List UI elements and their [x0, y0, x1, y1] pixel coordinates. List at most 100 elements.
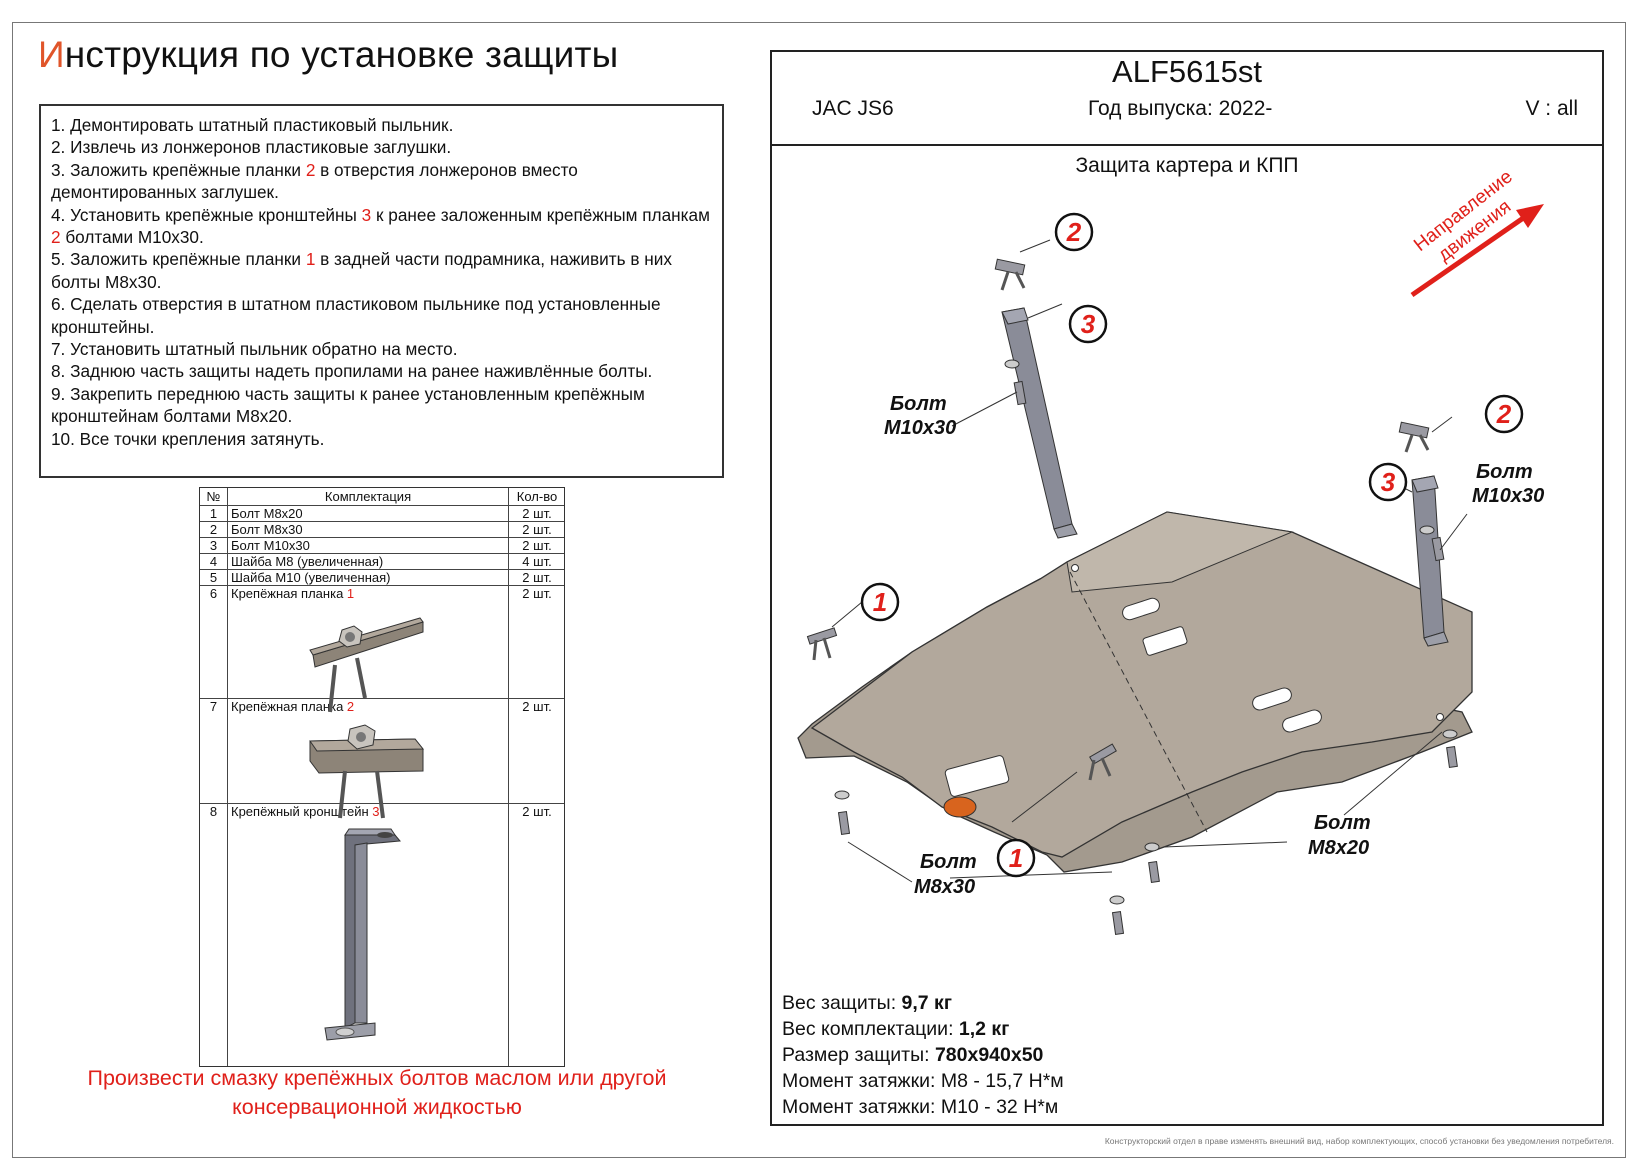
title-first-letter: И: [38, 34, 65, 75]
kit-row-no: 3: [200, 538, 227, 554]
kit-row-no: 7: [200, 699, 227, 715]
kit-row-qty-text: 2 шт.: [522, 506, 552, 521]
spec-value: М8 - 15,7 Н*м: [940, 1070, 1064, 1092]
kit-row-no-text: 3: [209, 538, 218, 553]
product-panel: ALF5615st JAC JS6 Год выпуска: 2022- V :…: [770, 50, 1604, 1126]
page-frame: [12, 22, 1626, 1158]
kit-row-qty-text: 2 шт.: [522, 804, 552, 819]
bolt-label-word: Болт: [1476, 461, 1533, 483]
bolt-labels: Болт М10х30 Болт М10х30 Болт М8х30 Болт …: [884, 393, 1544, 898]
callout-circle: [860, 582, 900, 622]
disclaimer: Конструкторский отдел в праве изменять в…: [1104, 1136, 1614, 1146]
callout-circle: [1484, 394, 1524, 434]
kit-row-qty-text: 2 шт.: [522, 570, 552, 585]
kit-row-no-text: 2: [209, 522, 218, 537]
bolt-label-word: Болт: [890, 393, 947, 415]
kit-row-no: 4: [200, 554, 227, 570]
spec-label: Размер защиты:: [782, 1044, 935, 1066]
kit-row-no-text: 5: [209, 570, 218, 585]
kit-row-name: Болт М10х30: [231, 538, 310, 554]
kit-row-qty-text: 2 шт.: [522, 522, 552, 537]
instruction-step: 3. Заложить крепёжные планки 2 в отверст…: [51, 159, 712, 204]
callout-number: 2: [1496, 399, 1512, 429]
kit-header-name: Комплектация: [324, 489, 412, 504]
kit-row-name: Болт М8х30: [231, 522, 303, 538]
step-text: 3. Заложить крепёжные планки: [51, 159, 306, 180]
bolt-label-word: Болт: [1314, 812, 1371, 834]
kit-row-name: Крепёжная планка 1: [231, 586, 354, 602]
kit-row-qty-text: 2 шт.: [522, 538, 552, 553]
instruction-step: 1. Демонтировать штатный пластиковый пыл…: [51, 114, 712, 136]
part-ref-number: 2: [305, 159, 316, 180]
kit-row-no-text: 8: [209, 804, 218, 819]
kit-row-name: Крепёжный кронштейн 3: [231, 804, 379, 820]
part-ref-number: 3: [361, 204, 372, 225]
step-text: в отверстия лонжеронов вместо демонтиров…: [51, 159, 578, 203]
step-text: 1. Демонтировать штатный пластиковый пыл…: [51, 115, 454, 135]
bolt-label-m8x20: М8х20: [1308, 837, 1369, 859]
part-ref-number: 3: [372, 804, 380, 819]
fasteners: [806, 258, 1458, 936]
kit-row-name: Болт М8х20: [231, 506, 303, 522]
part-ref-number: 1: [305, 249, 316, 270]
kit-row-name: Шайба М8 (увеличенная): [231, 554, 383, 570]
travel-direction: Направление движения: [1410, 166, 1544, 298]
product-code: ALF5615st: [1112, 54, 1262, 89]
instruction-step: 4. Установить крепёжные кронштейны 3 к р…: [51, 204, 712, 249]
kit-row-name-text: Шайба М10 (увеличенная): [231, 570, 391, 585]
step-text: 2. Извлечь из лонжеронов пластиковые заг…: [51, 137, 452, 158]
leader-lines: [831, 239, 1468, 883]
kit-header-no: №: [206, 489, 221, 504]
spec-line: Вес защиты: 9,7 кг: [782, 990, 1064, 1016]
kit-row-divider: [200, 553, 564, 554]
kit-row-qty: 2 шт.: [509, 699, 565, 715]
kit-row-no: 5: [200, 570, 227, 586]
bolt-label-m8x30: М8х30: [914, 876, 975, 898]
spec-line: Момент затяжки: М8 - 15,7 Н*м: [782, 1068, 1064, 1094]
spec-value: 9,7 кг: [901, 992, 952, 1014]
step-text: 8. Заднюю часть защиты надеть пропилами …: [51, 361, 653, 382]
kit-row-qty-text: 2 шт.: [522, 699, 552, 714]
version: V : all: [1525, 97, 1578, 120]
kit-row-name-text: Крепёжная планка: [231, 699, 347, 714]
kit-row-qty-text: 2 шт.: [522, 586, 552, 601]
right-bracket: [1411, 475, 1449, 647]
left-bracket: [1001, 307, 1078, 539]
callout-circle: [996, 838, 1036, 878]
kit-row-name-text: Болт М10х30: [231, 538, 310, 553]
kit-row-name-text: Крепёжный кронштейн: [231, 804, 373, 819]
instruction-step: 8. Заднюю часть защиты надеть пропилами …: [51, 360, 712, 382]
kit-row-qty: 2 шт.: [509, 538, 565, 554]
kit-row-no-text: 6: [209, 586, 218, 601]
kit-row-name-text: Болт М8х20: [231, 506, 303, 521]
step-text: 10. Все точки крепления затянуть.: [51, 428, 325, 449]
bracket-3-image: [324, 828, 401, 1041]
bolt-label-m10x30: М10х30: [884, 417, 956, 439]
title-rest: нструкция по установке защиты: [64, 34, 619, 75]
spec-label: Вес защиты:: [782, 992, 902, 1014]
product-name: Защита картера и КПП: [1075, 154, 1299, 177]
instruction-steps: 1. Демонтировать штатный пластиковый пыл…: [39, 104, 724, 478]
header-divider: [772, 144, 1602, 146]
step-text: 9. Закрепить переднюю часть защиты к ран…: [51, 383, 645, 427]
instruction-step: 6. Сделать отверстия в штатном пластиков…: [51, 293, 712, 338]
callout-circle: [1054, 212, 1094, 252]
part-ref-number: 2: [346, 699, 355, 714]
spec-label: Вес комплектации:: [782, 1018, 959, 1040]
callout-number: 3: [1381, 467, 1396, 497]
kit-row-no: 1: [200, 506, 227, 522]
kit-row-qty: 2 шт.: [509, 506, 565, 522]
kit-col-divider: [227, 488, 228, 1066]
lubrication-note: Произвести смазку крепёжных болтов масло…: [87, 1066, 667, 1119]
bolt-label-word: Болт: [920, 851, 977, 873]
page-title: Инструкция по установке защиты: [38, 34, 618, 76]
bolt-label-m10x30: М10х30: [1472, 485, 1544, 507]
kit-row-name: Шайба М10 (увеличенная): [231, 570, 391, 586]
instruction-step: 7. Установить штатный пыльник обратно на…: [51, 338, 712, 360]
kit-row-divider: [200, 698, 564, 699]
kit-row-name-text: Крепёжная планка: [231, 586, 347, 601]
kit-row-qty: 2 шт.: [509, 586, 565, 602]
